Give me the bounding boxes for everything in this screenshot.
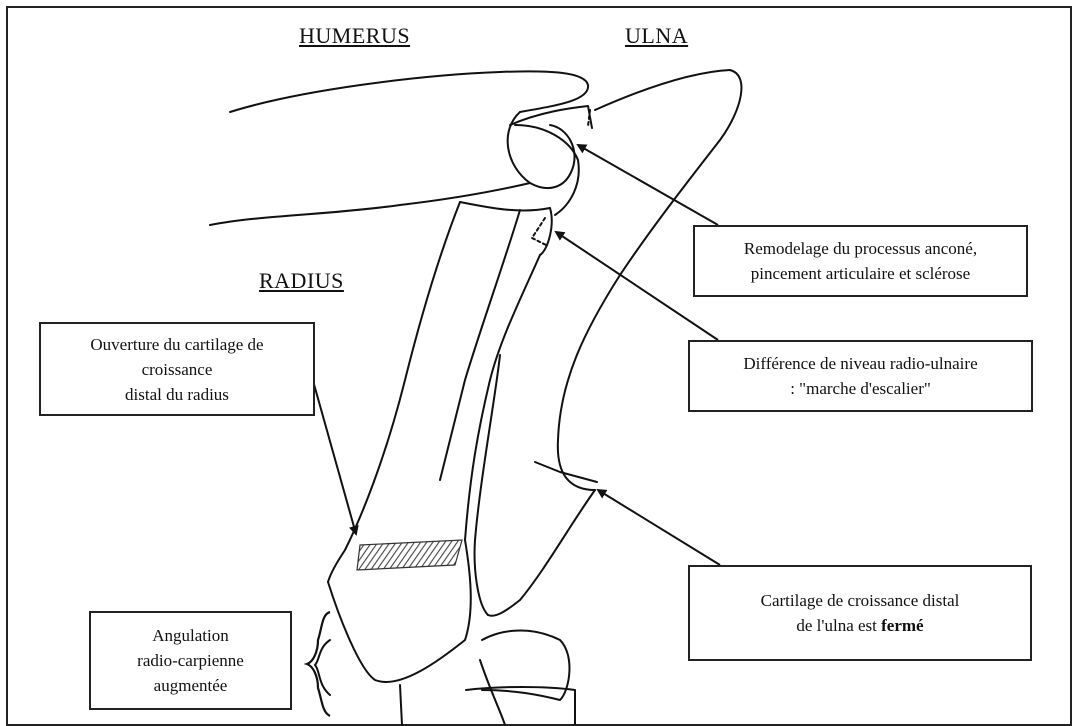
- callout-anconeal-line1: Remodelage du processus anconé,: [744, 236, 977, 261]
- callout-radius-growth-line3: distal du radius: [125, 382, 229, 407]
- callout-anconeal-line2: pincement articulaire et sclérose: [751, 261, 970, 286]
- humerus-condyle: [508, 112, 575, 188]
- humerus-outline: [230, 71, 588, 112]
- callout-radius-growth-line2: croissance: [142, 357, 213, 382]
- ulna-distal-end: [488, 490, 595, 616]
- callout-radius-growth: Ouverture du cartilage de croissance dis…: [39, 322, 315, 416]
- label-humerus: HUMERUS: [299, 23, 410, 49]
- carpal-bone-3: [400, 685, 402, 725]
- callout-ulna-growth-line2: de l'ulna est fermé: [796, 613, 923, 638]
- callout-radius-growth-line1: Ouverture du cartilage de: [90, 332, 263, 357]
- radial-step-mark: [532, 218, 548, 246]
- humerus-lower-edge: [210, 183, 530, 225]
- callout-step: Différence de niveau radio-ulnaire : "ma…: [688, 340, 1033, 412]
- callout-anconeal: Remodelage du processus anconé, pincemen…: [693, 225, 1028, 297]
- arrow-radius-growth: [310, 370, 356, 534]
- carpal-bone-1: [482, 631, 569, 700]
- callout-ulna-growth-prefix: de l'ulna est: [796, 616, 881, 635]
- label-ulna: ULNA: [625, 23, 688, 49]
- carpal-bone-2: [480, 660, 505, 725]
- callout-angulation: Angulation radio-carpienne augmentée: [89, 611, 292, 710]
- callout-angulation-line3: augmentée: [154, 673, 228, 698]
- arrow-ulna-growth: [598, 490, 720, 565]
- label-radius: RADIUS: [259, 268, 344, 294]
- radius-interosseous: [440, 210, 520, 480]
- radius-caudal-border: [328, 202, 460, 582]
- callout-angulation-line1: Angulation: [152, 623, 229, 648]
- callout-ulna-growth-line1: Cartilage de croissance distal: [761, 588, 960, 613]
- callout-step-line2: : "marche d'escalier": [790, 376, 931, 401]
- callout-step-line1: Différence de niveau radio-ulnaire: [743, 351, 977, 376]
- angulation-brace: [307, 612, 330, 716]
- callout-angulation-line2: radio-carpienne: [137, 648, 244, 673]
- callout-ulna-growth-bold: fermé: [881, 616, 923, 635]
- arrow-anconeal: [578, 145, 718, 225]
- radius-growth-plate: [357, 540, 462, 570]
- radius-cranial-border: [465, 255, 540, 540]
- callout-ulna-growth: Cartilage de croissance distal de l'ulna…: [688, 565, 1032, 661]
